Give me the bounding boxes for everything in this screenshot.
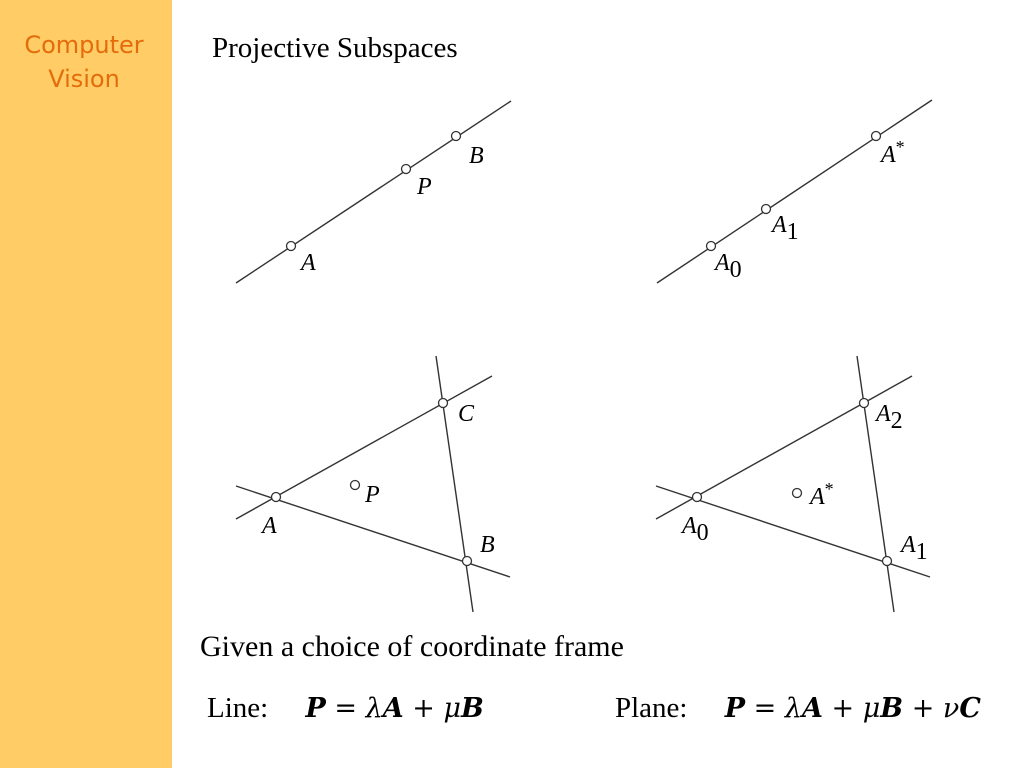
sidebar: Computer Vision <box>0 0 172 768</box>
label-b: B <box>469 143 484 169</box>
label-b: B <box>480 532 495 558</box>
point-b <box>450 130 462 142</box>
point-a1 <box>881 555 893 567</box>
line-cb <box>435 355 474 613</box>
point-c <box>437 397 449 409</box>
point-a-star <box>791 487 803 499</box>
plane-equation: P = λA + μB + νC <box>724 693 981 724</box>
point-p <box>349 479 361 491</box>
plane-formula-label: Plane: <box>615 692 688 724</box>
line <box>235 100 512 284</box>
caption: Given a choice of coordinate frame <box>200 630 624 663</box>
label-a: A <box>299 250 316 276</box>
point-a <box>285 240 297 252</box>
page-title: Projective Subspaces <box>212 32 458 64</box>
label-a-star: A* <box>808 479 834 510</box>
point-p <box>400 163 412 175</box>
plane-frame-diagram: A0 A1 A2 A* <box>655 355 931 613</box>
point-a-star <box>870 130 882 142</box>
label-a1: A1 <box>770 212 799 245</box>
label-a: A <box>260 513 277 539</box>
line-equation: P = λA + μB <box>305 693 484 724</box>
subspace-diagrams: A P B A0 A1 A* A B C P <box>172 80 1024 640</box>
label-a1: A1 <box>899 532 928 565</box>
label-a0: A0 <box>680 513 709 546</box>
label-a2: A2 <box>874 401 903 434</box>
plane-diagram: A B C P <box>235 355 511 613</box>
point-a0 <box>705 240 717 252</box>
label-c: C <box>458 401 475 427</box>
line <box>656 99 933 284</box>
point-a1 <box>760 203 772 215</box>
line-frame-diagram: A0 A1 A* <box>656 99 933 284</box>
plane-formula: Plane: P = λA + μB + νC <box>615 692 981 725</box>
line-a2-a1 <box>856 355 895 613</box>
label-a-star: A* <box>879 137 905 168</box>
line-formula: Line: P = λA + μB <box>207 692 484 725</box>
point-a0 <box>691 491 703 503</box>
point-b <box>461 555 473 567</box>
label-a0: A0 <box>713 250 742 283</box>
point-a <box>270 491 282 503</box>
label-p: P <box>416 174 432 200</box>
label-p: P <box>364 482 380 508</box>
line-diagram: A P B <box>235 100 512 284</box>
point-a2 <box>858 397 870 409</box>
line-formula-label: Line: <box>207 692 269 724</box>
course-title: Computer Vision <box>24 31 144 93</box>
